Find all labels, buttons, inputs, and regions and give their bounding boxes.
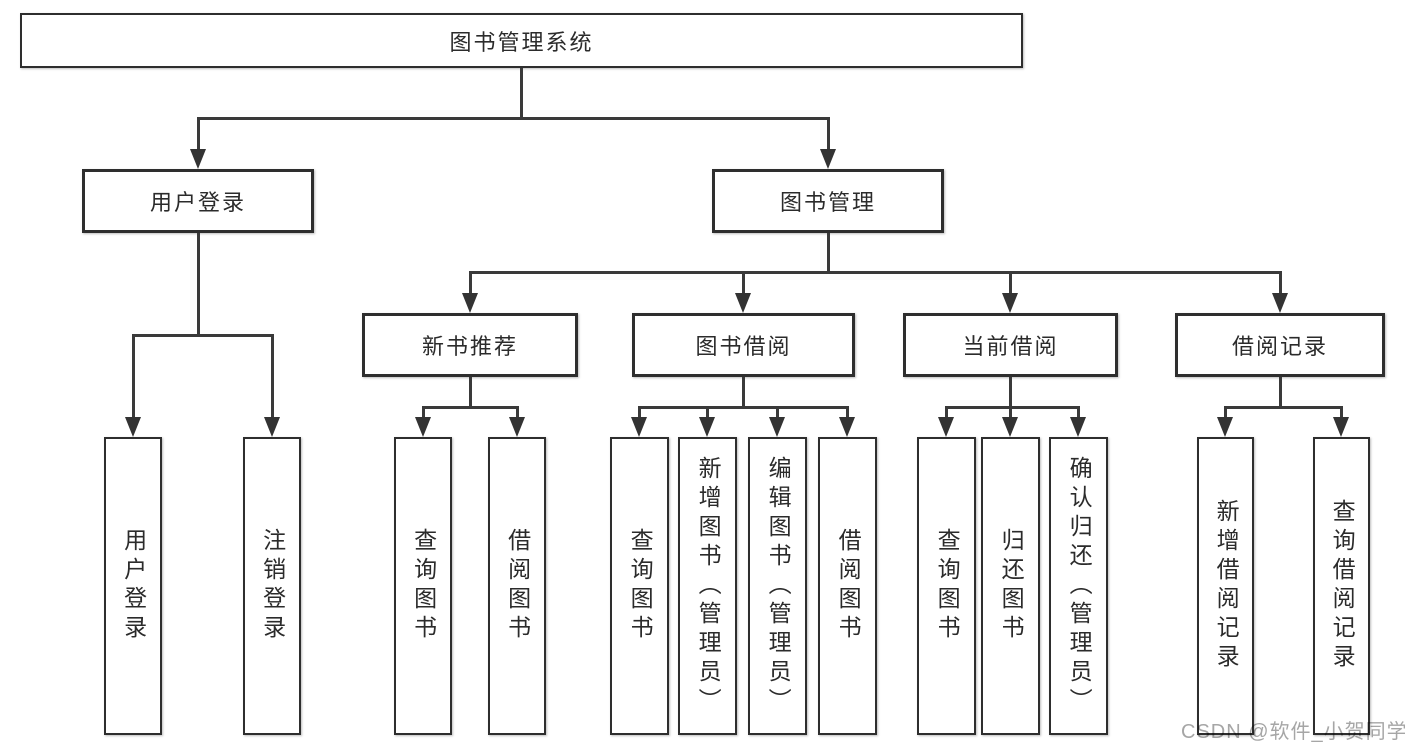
leaf-label: 用户登录	[120, 528, 147, 644]
leaf-edit-books-admin: 编辑图书（管理员）	[748, 437, 807, 735]
leaf-confirm-return-admin: 确认归还（管理员）	[1049, 437, 1108, 735]
leaf-add-borrow-record: 新增借阅记录	[1197, 437, 1254, 735]
connector-line	[1224, 406, 1227, 419]
node-borrow-records: 借阅记录	[1175, 313, 1385, 377]
arrow-down-icon	[1217, 417, 1233, 437]
node-label: 当前借阅	[962, 334, 1059, 359]
connector-line	[1224, 406, 1343, 409]
leaf-query-borrow-record: 查询借阅记录	[1313, 437, 1370, 735]
connector-line	[271, 334, 274, 419]
arrow-down-icon	[1070, 417, 1086, 437]
connector-line	[197, 117, 200, 151]
arrow-down-icon	[1272, 293, 1288, 313]
connector-line	[638, 406, 641, 419]
connector-line	[469, 377, 472, 408]
connector-line	[742, 271, 745, 295]
leaf-label: 查询图书	[410, 528, 437, 644]
connector-line	[516, 406, 519, 419]
leaf-query-books-recommend: 查询图书	[394, 437, 452, 735]
node-label: 新书推荐	[421, 334, 518, 359]
connector-line	[1279, 377, 1282, 408]
connector-line	[1077, 406, 1080, 419]
leaf-query-books-current: 查询图书	[917, 437, 976, 735]
arrow-down-icon	[769, 417, 785, 437]
arrow-down-icon	[125, 417, 141, 437]
connector-line	[706, 406, 709, 419]
leaf-label: 查询图书	[627, 528, 654, 644]
arrow-down-icon	[462, 293, 478, 313]
node-label: 图书管理	[779, 190, 876, 215]
connector-line	[827, 233, 830, 274]
leaf-label: 编辑图书（管理员）	[765, 455, 792, 717]
connector-line	[469, 271, 1282, 274]
arrow-down-icon	[1002, 293, 1018, 313]
connector-line	[846, 406, 849, 419]
leaf-label: 注销登录	[259, 528, 286, 644]
node-label: 图书借阅	[695, 334, 792, 359]
leaf-label: 查询图书	[934, 528, 961, 644]
leaf-label: 归还图书	[998, 528, 1025, 644]
node-label: 图书管理系统	[449, 29, 594, 55]
connector-line	[1009, 406, 1012, 419]
arrow-down-icon	[631, 417, 647, 437]
connector-line	[1009, 377, 1012, 408]
arrow-down-icon	[415, 417, 431, 437]
leaf-borrow-books-recommend: 借阅图书	[488, 437, 546, 735]
node-label: 用户登录	[149, 190, 246, 215]
leaf-label: 借阅图书	[835, 528, 862, 644]
leaf-label: 新增借阅记录	[1213, 499, 1240, 673]
node-book-management: 图书管理	[712, 169, 944, 233]
node-book-borrow: 图书借阅	[632, 313, 855, 377]
connector-line	[520, 68, 523, 119]
connector-line	[132, 334, 274, 337]
arrow-down-icon	[938, 417, 954, 437]
connector-line	[945, 406, 948, 419]
connector-line	[945, 406, 1080, 409]
leaf-borrow-books: 借阅图书	[818, 437, 877, 735]
node-new-book-recommend: 新书推荐	[362, 313, 578, 377]
leaf-return-books: 归还图书	[981, 437, 1040, 735]
leaf-label: 查询借阅记录	[1329, 499, 1356, 673]
leaf-user-login: 用户登录	[104, 437, 162, 735]
leaf-label: 借阅图书	[504, 528, 531, 644]
arrow-down-icon	[190, 149, 206, 169]
arrow-down-icon	[509, 417, 525, 437]
leaf-query-books-borrow: 查询图书	[610, 437, 669, 735]
connector-line	[1279, 271, 1282, 295]
connector-line	[197, 117, 830, 120]
node-label: 借阅记录	[1231, 334, 1328, 359]
arrow-down-icon	[820, 149, 836, 169]
arrow-down-icon	[264, 417, 280, 437]
connector-line	[469, 271, 472, 295]
node-current-borrow: 当前借阅	[903, 313, 1118, 377]
node-user-login: 用户登录	[82, 169, 314, 233]
connector-line	[132, 334, 135, 419]
leaf-logout: 注销登录	[243, 437, 301, 735]
arrow-down-icon	[1002, 417, 1018, 437]
arrow-down-icon	[839, 417, 855, 437]
arrow-down-icon	[1333, 417, 1349, 437]
arrow-down-icon	[699, 417, 715, 437]
csdn-watermark: CSDN @软件_小贺同学	[1181, 721, 1405, 743]
connector-line	[638, 406, 849, 409]
connector-line	[197, 233, 200, 336]
connector-line	[827, 117, 830, 151]
arrow-down-icon	[735, 293, 751, 313]
leaf-add-books-admin: 新增图书（管理员）	[678, 437, 737, 735]
connector-line	[1340, 406, 1343, 419]
leaf-label: 新增图书（管理员）	[695, 455, 722, 717]
connector-line	[422, 406, 425, 419]
connector-line	[422, 406, 518, 409]
connector-line	[1009, 271, 1012, 295]
connector-line	[742, 377, 745, 408]
connector-line	[776, 406, 779, 419]
node-root-book-management-system: 图书管理系统	[20, 13, 1023, 68]
leaf-label: 确认归还（管理员）	[1066, 455, 1093, 717]
